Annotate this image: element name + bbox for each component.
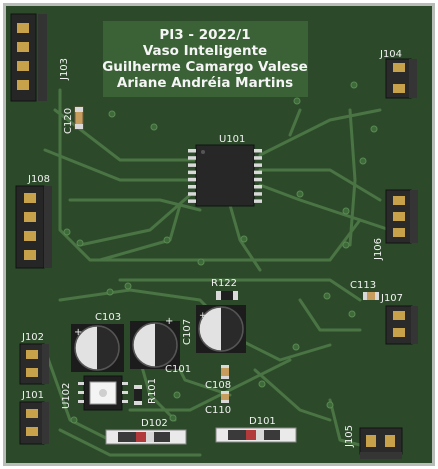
- c107-plus-mark: +: [199, 311, 207, 321]
- chip-pin: [188, 177, 196, 182]
- label-j102: J102: [21, 332, 44, 343]
- capacitor-c107: [196, 305, 246, 353]
- chip-pin: [254, 177, 262, 182]
- chip-pin: [254, 156, 262, 160]
- diode-d101: [215, 427, 297, 443]
- title-line-1: PI3 - 2022/1: [159, 27, 250, 43]
- connector-j108: [15, 185, 52, 269]
- resistor-r101: [134, 385, 142, 405]
- capacitor-c103: [71, 324, 124, 372]
- chip-pin: [188, 185, 196, 189]
- via-layer: [63, 81, 378, 424]
- label-j105: J105: [344, 425, 355, 448]
- label-c103: C103: [95, 312, 121, 323]
- chip-pin: [188, 170, 196, 175]
- capacitor-c101: [130, 321, 180, 369]
- label-c120: C120: [63, 108, 74, 134]
- connector-j101: [19, 401, 49, 445]
- connector-j105: [359, 427, 403, 459]
- diode-d102: [105, 429, 187, 445]
- chip-pin: [188, 163, 196, 167]
- label-d101: D101: [249, 416, 276, 427]
- chip-pin: [254, 149, 262, 153]
- label-j101: J101: [21, 390, 44, 401]
- chip-pin: [254, 170, 262, 175]
- chip-pin: [188, 149, 196, 153]
- title-block-bg: [103, 21, 308, 97]
- chip-pin: [254, 185, 262, 189]
- resistor-r122: [216, 291, 238, 300]
- chip-pin: [254, 163, 262, 167]
- label-c107: C107: [182, 319, 193, 345]
- chip-u101: [195, 144, 255, 207]
- label-r101: R101: [147, 378, 158, 404]
- capacitor-c113: [363, 292, 379, 300]
- connector-j103: [10, 13, 47, 102]
- connector-j104: [385, 58, 417, 99]
- title-line-2: Vaso Inteligente: [143, 43, 267, 59]
- label-j106: J106: [373, 238, 384, 261]
- chip-pin: [254, 199, 262, 203]
- label-c108: C108: [205, 380, 231, 391]
- label-c110: C110: [205, 405, 231, 416]
- label-r122: R122: [211, 278, 237, 289]
- connector-j107: [385, 305, 418, 345]
- chip-pin: [254, 192, 262, 196]
- c101-plus-mark: +: [165, 316, 173, 327]
- title-line-4: Ariane Andréia Martins: [117, 75, 293, 91]
- capacitor-c120: [74, 106, 84, 130]
- chip-u102: [78, 375, 128, 411]
- label-c113: C113: [350, 280, 376, 291]
- label-u102: U102: [61, 383, 72, 409]
- capacitor-c110: [221, 391, 229, 403]
- chip-pin: [188, 199, 196, 203]
- title-line-3: Guilherme Camargo Valese: [102, 59, 308, 75]
- chip-pin: [188, 192, 196, 196]
- label-u101: U101: [219, 134, 245, 145]
- connector-j106: [385, 189, 418, 244]
- capacitor-c108: [221, 365, 229, 379]
- chip-u101-pins: [188, 149, 262, 203]
- label-j107: J107: [380, 293, 403, 304]
- connector-j102: [19, 343, 49, 385]
- label-j104: J104: [379, 49, 402, 60]
- c103-plus-mark: +: [74, 327, 82, 338]
- label-j108: J108: [27, 174, 50, 185]
- label-j103: J103: [59, 58, 70, 81]
- label-c101: C101: [165, 364, 191, 375]
- chip-pin: [188, 156, 196, 160]
- label-d102: D102: [141, 418, 168, 429]
